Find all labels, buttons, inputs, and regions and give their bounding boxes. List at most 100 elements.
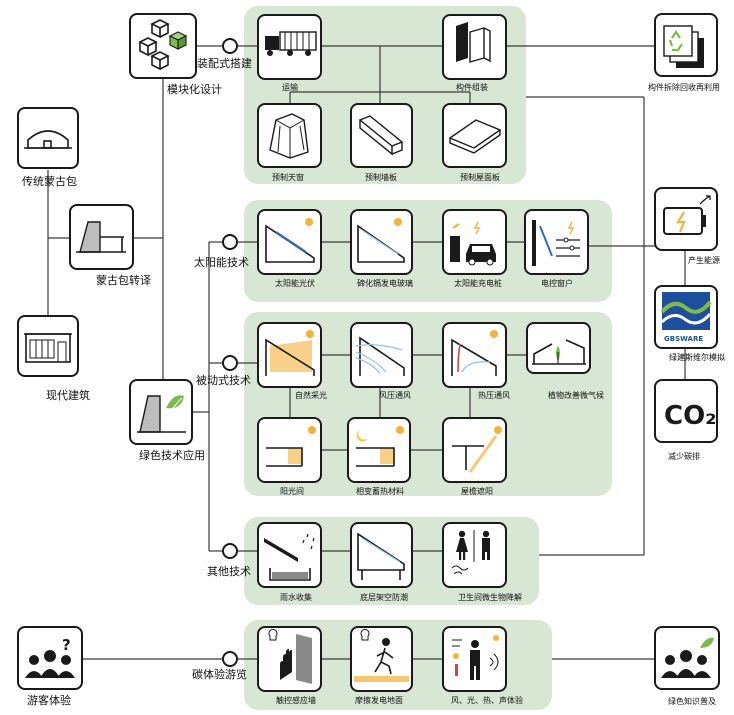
electric-window-icon [532,220,580,266]
node-modern-building[interactable] [17,315,79,377]
item-prefab-skylight[interactable] [257,103,322,168]
elevated-floor-icon [357,532,405,580]
label-solar-pv: 太阳能光伏 [275,278,315,288]
solar-panel [244,200,612,302]
item-natural-lighting[interactable] [257,322,322,388]
co2-symbol: CO₂ [664,401,717,431]
label-green-tech: 绿色技术应用 [139,448,205,462]
carbon-knob[interactable] [222,651,238,667]
item-plant-microclimate[interactable] [526,322,591,374]
rainwater-icon [264,533,315,581]
branch-passive: 被动式技术 [196,374,251,387]
cubes-icon [138,19,188,71]
item-senses-experience[interactable] [442,626,507,692]
senses-person-icon [452,635,499,680]
people-leaf-icon [661,637,714,678]
roof-panel-icon [448,119,502,154]
node-reduce-carbon[interactable]: CO₂ [654,379,718,443]
stack-ventilation-icon [451,330,498,376]
item-transport[interactable] [257,14,322,80]
node-modular-design[interactable] [129,13,197,79]
label-electric-window: 电控窗户 [541,278,573,288]
yurt-icon [24,130,72,149]
label-energy: 产生能源 [688,255,720,265]
label-phase-change-material: 相变蓄热材料 [356,486,404,496]
branch-other: 其他技术 [207,565,251,578]
label-green-knowledge: 绿色知识普及 [668,696,716,706]
connector-lines [47,45,686,660]
battery-bolt-icon [663,195,711,235]
label-plant-microclimate: 植物改善微气候 [548,390,604,400]
solar-pv-icon [265,218,315,263]
item-touch-wall[interactable] [257,626,322,692]
label-rainwater: 雨水收集 [280,592,312,602]
gbsware-logo-icon: GBSWARE [660,292,712,343]
item-component-assembly[interactable] [442,14,507,80]
item-eave-shading[interactable] [442,417,507,483]
label-stack-ventilation: 热压通风 [478,390,510,400]
item-elevated-floor[interactable] [350,522,413,588]
node-gbsware[interactable]: GBSWARE [654,285,718,349]
solar-knob[interactable] [222,234,238,250]
other-knob[interactable] [222,543,238,559]
walking-person-icon [354,628,409,682]
node-yurt-translation[interactable] [69,204,134,270]
label-traditional: 传统蒙古包 [22,175,77,188]
label-recycle: 构件拆除回收再利用 [648,82,720,92]
label-visitor: 游客体验 [27,693,71,707]
item-friction-floor[interactable] [350,626,413,692]
label-gbsware: 绿建斯维尔模拟 [669,352,725,362]
node-traditional-yurt[interactable] [17,107,79,169]
label-prefab-roof-panel: 预制屋面板 [460,172,500,182]
item-prefab-wall-panel[interactable] [350,103,413,168]
item-solar-charging[interactable] [442,209,507,275]
recycle-icon [663,25,704,68]
restroom-icon [451,530,490,575]
assembly-icon [456,22,491,63]
co2-icon: CO₂ [664,401,717,431]
item-phase-change-material[interactable] [347,417,411,483]
node-green-knowledge[interactable] [654,626,720,690]
item-wind-ventilation[interactable] [350,322,413,388]
translation-icon [76,221,126,253]
visitors-question-icon: ? [25,636,75,678]
branch-prefab: 装配式搭建 [197,56,252,70]
node-green-tech[interactable] [129,379,193,445]
truck-icon [265,31,317,56]
item-stack-ventilation[interactable] [442,322,507,388]
label-cdte-glass: 碲化镉发电玻璃 [357,278,413,288]
building-icon [24,333,72,363]
label-wind-ventilation: 风压通风 [379,390,411,400]
node-visitor-experience[interactable]: ? [17,626,83,690]
label-touch-wall: 触控感应墙 [276,695,316,705]
label-toilet-biodegradation: 卫生间微生物降解 [458,592,522,602]
label-elevated-floor: 底层架空防潮 [360,592,408,602]
passive-knob[interactable] [222,355,238,371]
label-modular: 模块化设计 [167,82,222,96]
sunspace-icon [266,426,316,467]
item-electric-window[interactable] [524,209,589,275]
label-modern: 现代建筑 [46,388,90,402]
item-prefab-roof-panel[interactable] [442,103,507,168]
label-reduce-carbon: 减少碳排 [668,451,700,461]
green-leaf-building-icon [137,395,186,433]
item-sunspace[interactable] [257,417,322,483]
item-solar-pv[interactable] [257,209,322,275]
svg-text:?: ? [62,636,71,654]
item-cdte-glass[interactable] [350,209,413,275]
label-component-assembly: 构件组装 [456,82,488,92]
item-rainwater-collection[interactable] [257,522,322,588]
item-toilet-biodegradation[interactable] [442,522,507,588]
node-recycle[interactable] [654,13,718,77]
wall-panel-icon [358,115,404,156]
prefab-knob[interactable] [222,38,238,54]
label-eave-shading: 屋檐遮阳 [461,486,493,496]
cdte-glass-icon [357,218,405,263]
wind-ventilation-icon [355,336,405,376]
label-translation: 蒙古包转译 [96,273,151,287]
label-natural-lighting: 自然采光 [295,390,327,400]
node-energy[interactable] [654,187,718,251]
touch-wall-icon [268,628,312,684]
branch-solar: 太阳能技术 [194,255,249,269]
